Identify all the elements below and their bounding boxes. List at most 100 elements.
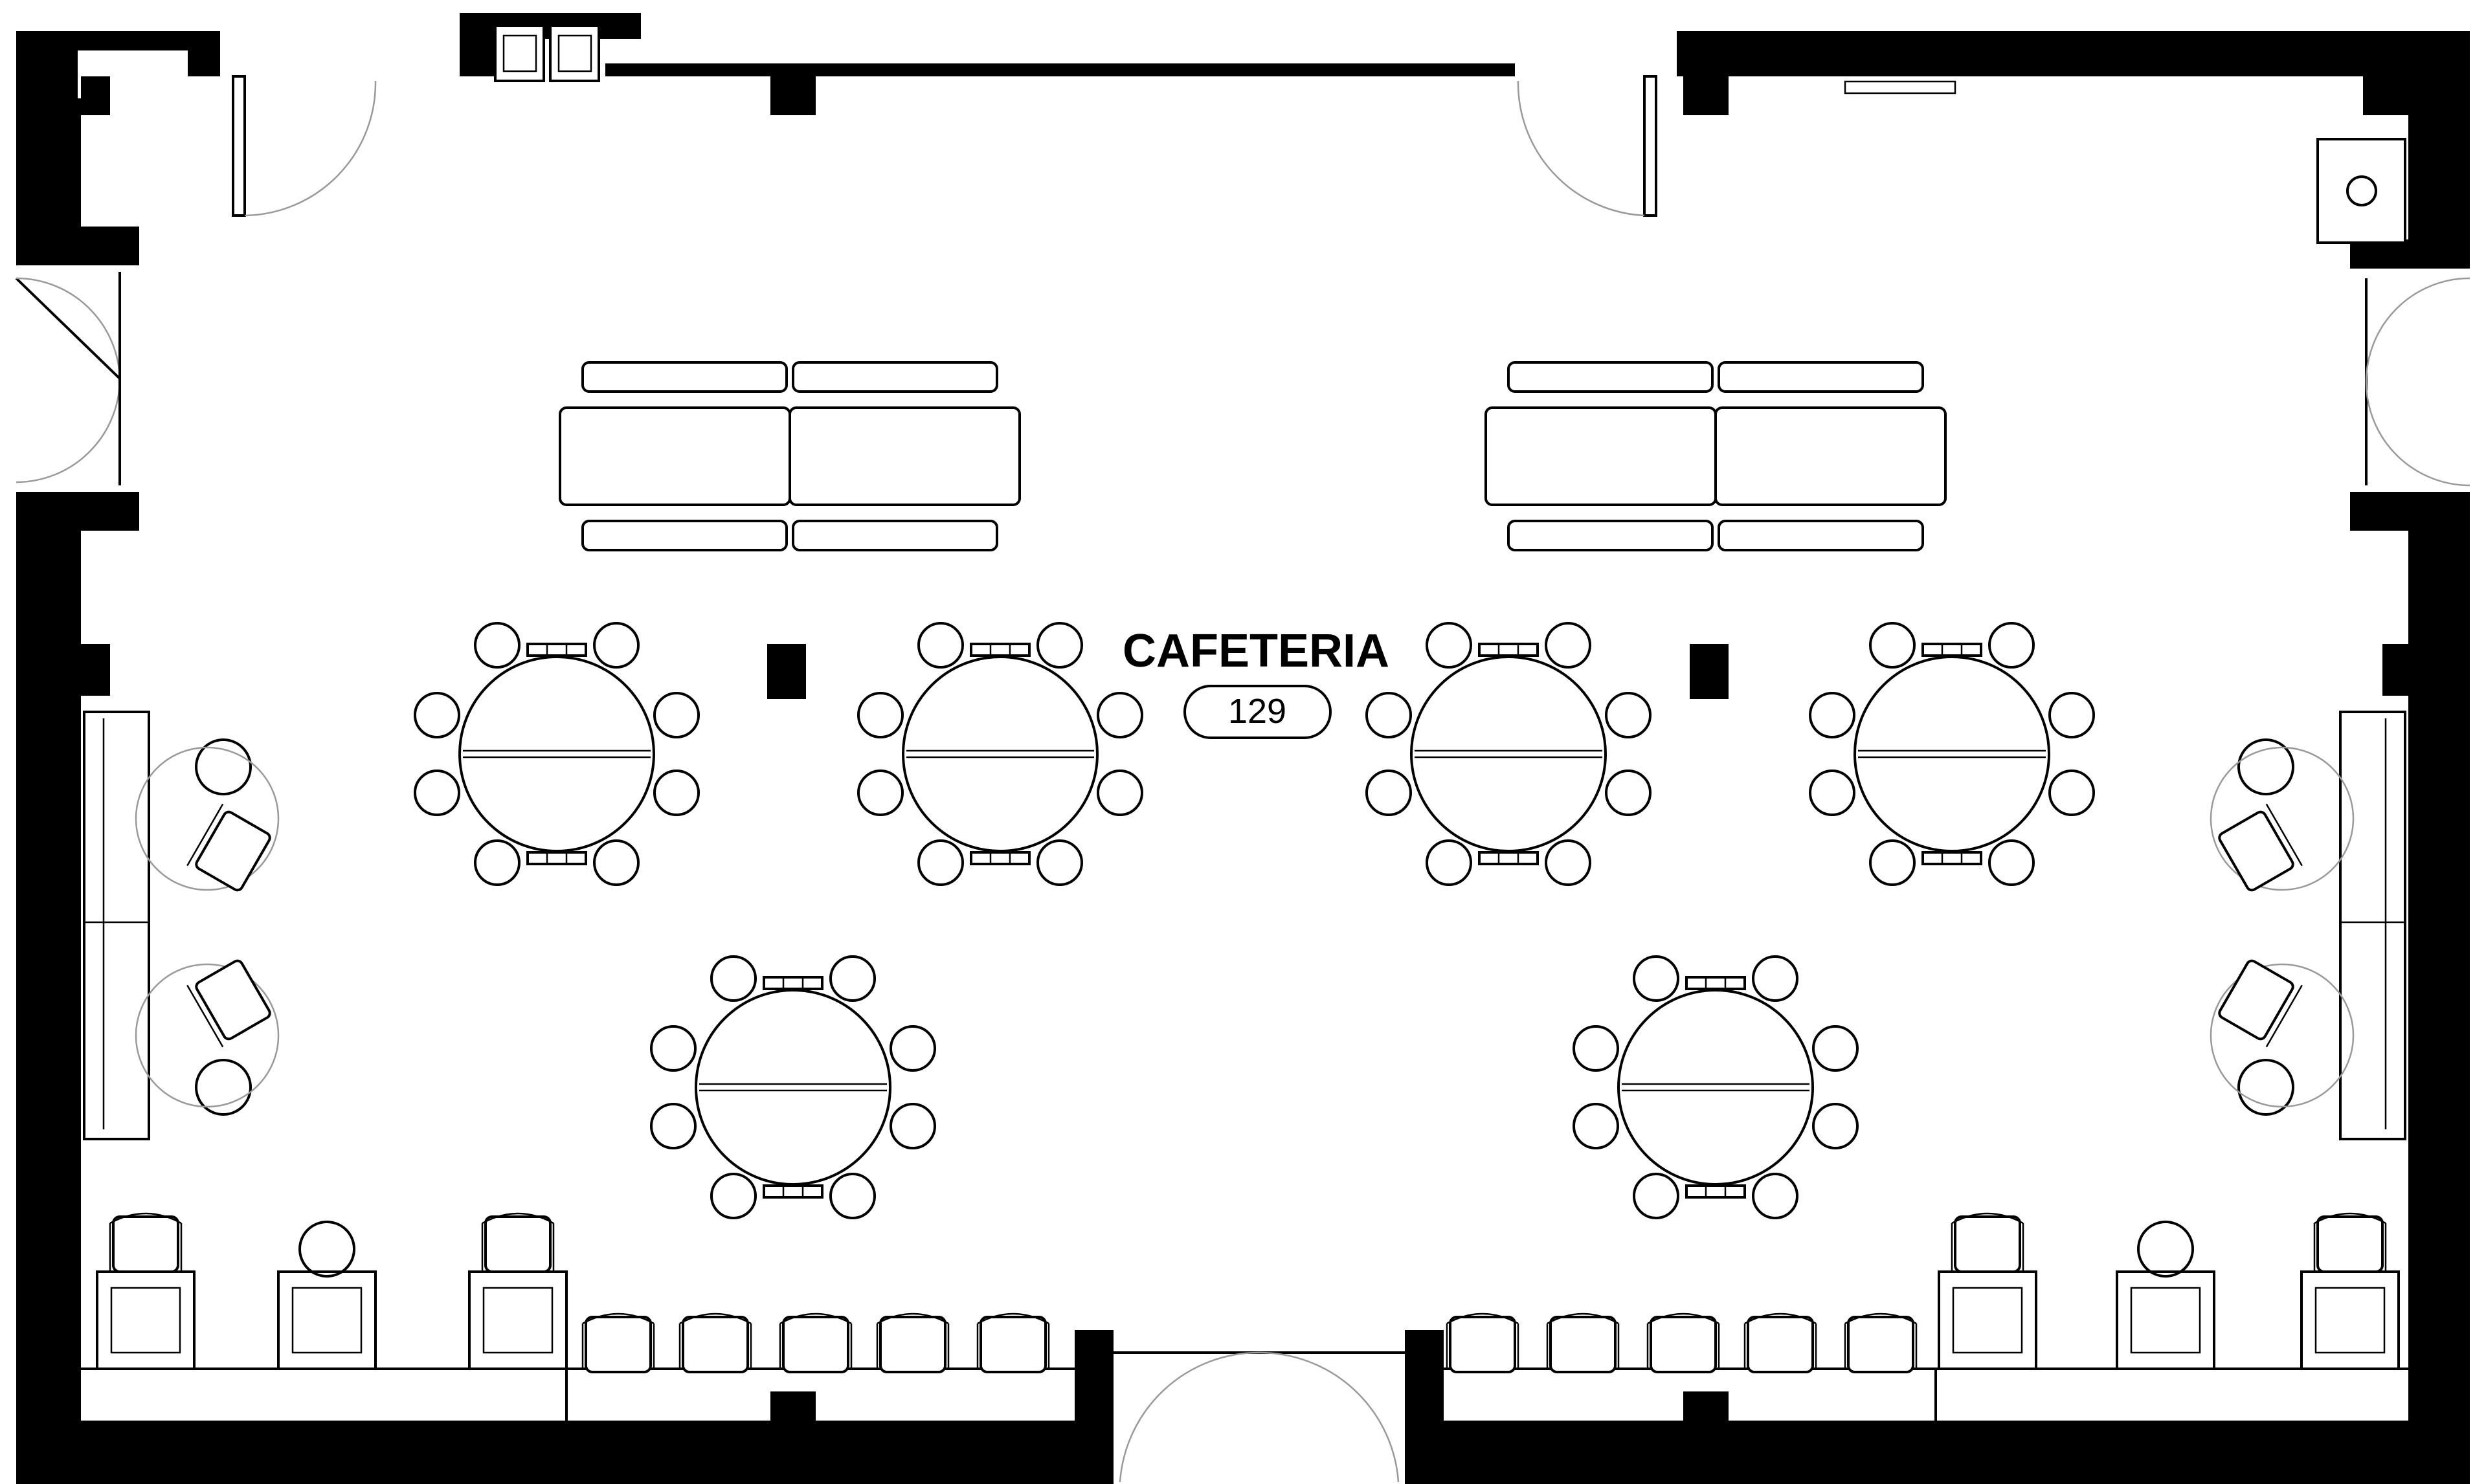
pilaster-left-mid xyxy=(81,644,110,696)
chair-back-top xyxy=(1921,643,1982,657)
chair-seat xyxy=(1545,622,1591,669)
counter-chair-6 xyxy=(1446,1312,1519,1373)
chair-back-top xyxy=(763,976,823,990)
bottom-wall-left xyxy=(16,1421,1114,1484)
counter-stool-4 xyxy=(2313,1212,2387,1273)
right-wall-upper xyxy=(2350,31,2470,269)
counter-chair-5 xyxy=(976,1312,1050,1373)
top-wall-middle xyxy=(605,63,1515,76)
chair-seat xyxy=(890,1103,936,1149)
right-wall-lower xyxy=(2408,531,2470,1484)
walls xyxy=(16,13,2470,1484)
chair-seat xyxy=(414,692,460,738)
counter-chair-8 xyxy=(1646,1312,1720,1373)
chair-back-bottom xyxy=(763,1184,823,1199)
chair-back-bottom xyxy=(526,851,587,865)
chair-back-top xyxy=(1478,643,1539,657)
chair-seat xyxy=(1097,692,1143,738)
chair-back-top xyxy=(970,643,1031,657)
chair-seat xyxy=(1036,839,1083,886)
chair-seat xyxy=(474,839,521,886)
counter-chair-2 xyxy=(678,1312,752,1373)
bottom-wall-left-top xyxy=(16,1421,81,1450)
chair-seat xyxy=(857,770,904,816)
room-name: CAFETERIA xyxy=(1123,625,1389,677)
chair-seat xyxy=(1633,1173,1679,1219)
chair-seat xyxy=(653,770,700,816)
chair-seat xyxy=(414,770,460,816)
chair-back-top xyxy=(1685,976,1746,990)
openings xyxy=(16,50,2470,1484)
bottom-counter-left xyxy=(81,1221,1075,1424)
chair-seat xyxy=(650,1103,697,1149)
chair-back-bottom xyxy=(1478,851,1539,865)
cabinet-right xyxy=(2316,138,2406,244)
chair-seat xyxy=(710,1173,757,1219)
bottom-door-jamb-right xyxy=(1405,1330,1444,1484)
counter-chair-4 xyxy=(876,1312,950,1373)
round-table-6 xyxy=(1573,955,1859,1219)
column-2 xyxy=(1690,644,1729,699)
sofa-left xyxy=(83,711,150,1140)
right-wall-notch-lower xyxy=(2350,492,2470,531)
top-wall-right xyxy=(1677,31,2470,76)
pilaster-bottom-2 xyxy=(1683,1391,1729,1424)
chair-seat xyxy=(1988,839,2035,886)
chair-seat xyxy=(1869,622,1916,669)
mechanical-panels xyxy=(494,25,2406,244)
table-top xyxy=(1617,989,1814,1186)
chair-seat xyxy=(857,692,904,738)
chair-back-bottom xyxy=(1685,1184,1746,1199)
chair-back-bottom xyxy=(1921,851,1982,865)
chair-seat xyxy=(1545,839,1591,886)
chair-seat xyxy=(890,1025,936,1072)
chair-seat xyxy=(1365,770,1412,816)
chair-seat xyxy=(917,839,964,886)
chair-seat xyxy=(710,955,757,1002)
counter-chair-3 xyxy=(779,1312,853,1373)
chair-seat xyxy=(1426,839,1472,886)
lounge-right xyxy=(2210,711,2406,1140)
chair-seat xyxy=(1097,770,1143,816)
counter-chair-10 xyxy=(1844,1312,1918,1373)
chair-seat xyxy=(1809,770,1855,816)
pilaster-right-mid xyxy=(2382,644,2412,696)
chair-seat xyxy=(1036,622,1083,669)
round-table-5 xyxy=(650,955,936,1219)
chair-seat xyxy=(1573,1103,1619,1149)
lounge-left xyxy=(83,711,280,1140)
chair-seat xyxy=(2048,692,2095,738)
left-wall-lower xyxy=(16,492,139,1421)
round-table-4 xyxy=(1809,622,2095,886)
counter-stool-2 xyxy=(481,1212,555,1273)
table-top xyxy=(1410,656,1607,852)
windows xyxy=(81,80,2408,1448)
chair-seat xyxy=(593,622,640,669)
door-top-left xyxy=(232,75,246,217)
room-number-tag xyxy=(1183,685,1332,739)
door-left-double xyxy=(15,277,121,380)
doors xyxy=(15,75,2470,1483)
chair-seat xyxy=(829,1173,876,1219)
bottom-wall-right xyxy=(1405,1421,2470,1484)
table-top xyxy=(458,656,655,852)
chair-seat xyxy=(1988,622,2035,669)
chair-seat xyxy=(650,1025,697,1072)
serving-counters xyxy=(559,361,1947,551)
room-number: 129 xyxy=(1228,692,1286,731)
chair-seat xyxy=(1605,692,1652,738)
pilaster-top-2 xyxy=(1683,76,1729,115)
window-top-right xyxy=(1844,80,1956,94)
counter-stool-1 xyxy=(109,1212,183,1273)
chair-seat xyxy=(2048,770,2095,816)
chair-seat xyxy=(1752,1173,1798,1219)
chair-seat xyxy=(474,622,521,669)
chair-back-bottom xyxy=(970,851,1031,865)
counter-chairs xyxy=(109,1212,2387,1373)
pilaster-top-1 xyxy=(770,76,816,115)
chair-seat xyxy=(1869,839,1916,886)
chair-seat xyxy=(593,839,640,886)
chair-seat xyxy=(1605,770,1652,816)
chair-seat xyxy=(1573,1025,1619,1072)
